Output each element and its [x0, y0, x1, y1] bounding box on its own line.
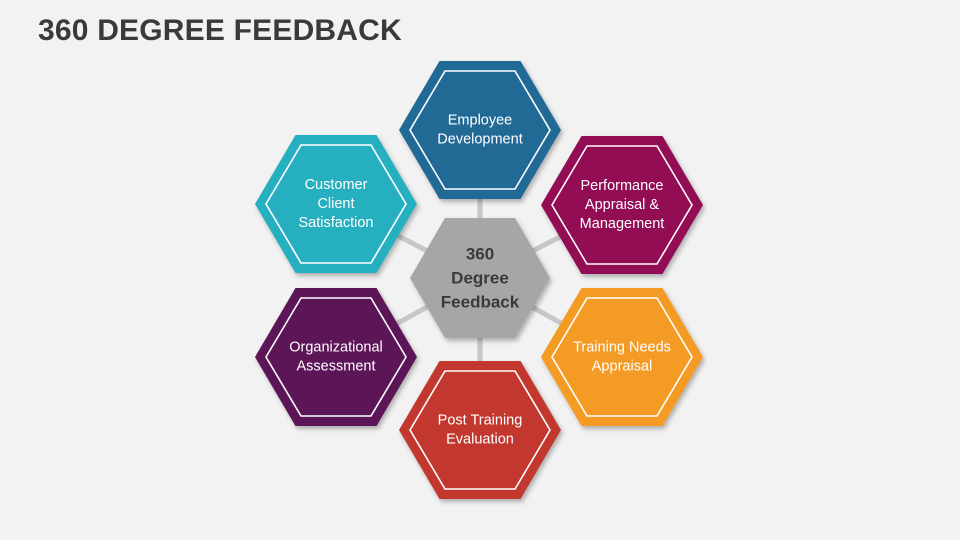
hex-label-line: Degree — [451, 269, 509, 288]
hex-label-line: Organizational — [289, 340, 383, 356]
hex-label-line: Development — [437, 132, 522, 148]
hex-label-line: Appraisal & — [585, 197, 659, 213]
hex-inner-border — [551, 297, 693, 417]
hex-label-line: Feedback — [441, 293, 520, 312]
hex-label-line: Performance — [580, 178, 663, 194]
hex-label-line: 360 — [466, 245, 494, 264]
hex-label-line: Client — [317, 196, 354, 212]
hex-label-line: Satisfaction — [299, 215, 374, 231]
hex-label-line: Employee — [448, 113, 512, 129]
hexagons: EmployeeDevelopmentPerformanceAppraisal … — [255, 61, 703, 499]
hex-label-line: Training Needs — [573, 340, 671, 356]
hex-label-line: Assessment — [297, 359, 376, 375]
hex-label-line: Post Training — [438, 413, 523, 429]
hex-label-line: Evaluation — [446, 432, 514, 448]
hex-label-line: Appraisal — [592, 359, 652, 375]
hex-inner-border — [409, 70, 551, 190]
hex-shape — [399, 61, 561, 199]
hex-label-line: Management — [580, 216, 665, 232]
hex-shape — [541, 288, 703, 426]
hex-shape — [255, 135, 417, 273]
hex-shape — [399, 361, 561, 499]
page-title: 360 DEGREE FEEDBACK — [38, 14, 402, 47]
hex-inner-border — [409, 370, 551, 490]
hex-inner-border — [265, 297, 407, 417]
hex-inner-border — [265, 144, 407, 264]
hex-shape — [541, 136, 703, 274]
hex-shape — [410, 218, 550, 338]
hex-shape — [255, 288, 417, 426]
hex-inner-border — [551, 145, 693, 265]
hex-label-line: Customer — [305, 177, 368, 193]
